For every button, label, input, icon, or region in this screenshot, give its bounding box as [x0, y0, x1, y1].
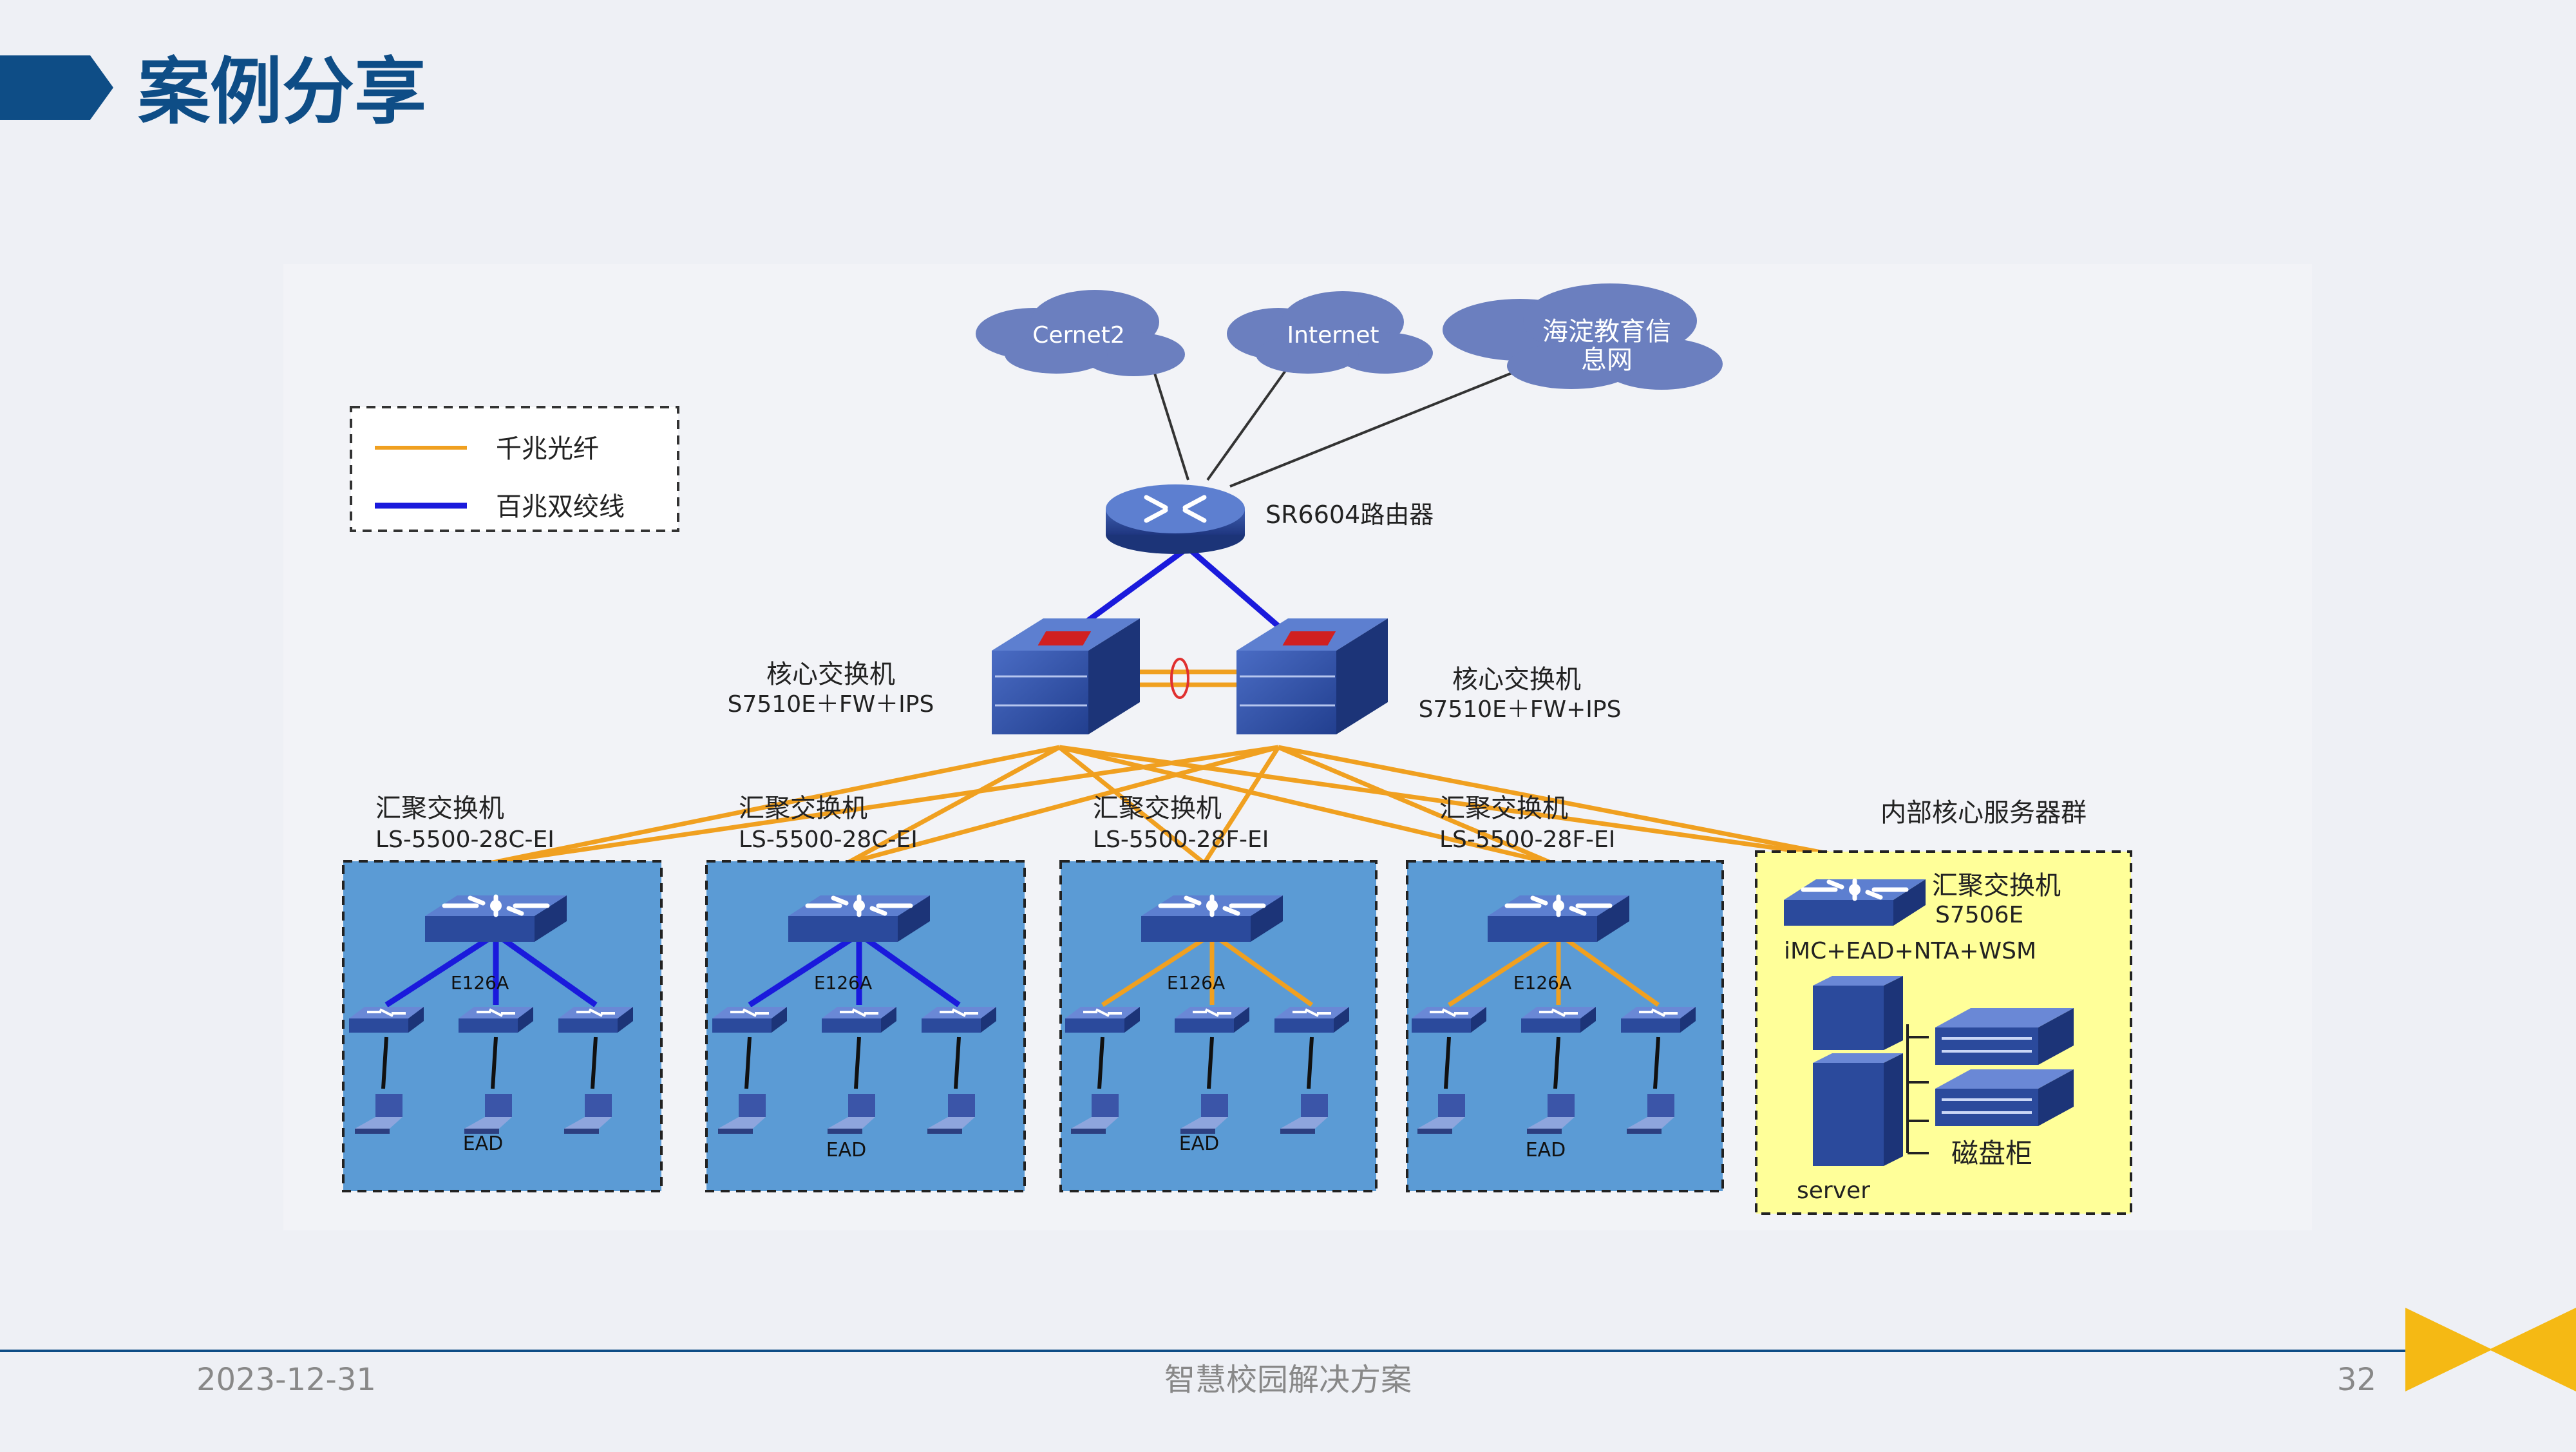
access-switch-icon [1273, 1006, 1350, 1034]
fiber-uplinks [489, 745, 1862, 866]
access-switch-icon [348, 1006, 425, 1034]
footer-arrow-left-shape [2405, 1308, 2492, 1391]
aggregation-zone: 汇聚交换机 LS-5500-28F-EI E126A EAD [1406, 794, 1724, 1192]
access-link [1557, 932, 1660, 1007]
router-label: SR6604路由器 [1265, 501, 1434, 529]
legend-copper-label: 百兆双绞线 [496, 492, 625, 522]
server-software: iMC+EAD+NTA+WSM [1784, 938, 2036, 964]
core-switch-left-icon [992, 618, 1140, 734]
access-drop-cable [1553, 1036, 1560, 1089]
server-rack-icon [1813, 976, 1903, 1166]
access-switch-model: E126A [814, 972, 872, 993]
access-switch-icon [457, 1006, 535, 1034]
access-link [1210, 932, 1314, 1007]
access-drop-cable [1207, 1036, 1214, 1089]
access-switch-model: E126A [1513, 972, 1571, 993]
ead-label: EAD [1179, 1132, 1220, 1155]
access-drop-cable [1307, 1036, 1314, 1089]
footer-date: 2023-12-31 [196, 1362, 376, 1398]
cloud-haidian-label-line1: 海淀教育信 [1542, 317, 1671, 347]
aggregation-switch-name: 汇聚交换机 [739, 794, 867, 823]
access-switch-icon [1410, 1006, 1488, 1034]
aggregation-switch-name: 汇聚交换机 [1439, 794, 1568, 823]
page-number: 32 [2337, 1362, 2376, 1398]
link-aggregation-icon [1170, 658, 1189, 699]
aggregation-switch-model: LS-5500-28C-EI [739, 826, 918, 853]
aggregation-switch-model: LS-5500-28F-EI [1093, 826, 1269, 853]
ead-label: EAD [1526, 1139, 1566, 1161]
server-connectors [1906, 1024, 1929, 1154]
access-drop-cable [1097, 1036, 1104, 1089]
aggregation-layer: 汇聚交换机 LS-5500-28C-EI E126A EAD 汇聚交换机 LS-5500-… [342, 794, 1724, 1192]
server-label: server [1797, 1178, 1870, 1204]
server-zone-title: 内部核心服务器群 [1880, 798, 2087, 828]
cloud-internet-label: Internet [1287, 322, 1379, 349]
server-switch-name: 汇聚交换机 [1932, 871, 2061, 901]
core-interconnect [1140, 669, 1240, 687]
access-switch-icon [1520, 1006, 1597, 1034]
ead-label: EAD [463, 1132, 504, 1155]
legend-fiber-label: 千兆光纤 [496, 434, 599, 464]
server-zone: 内部核心服务器群 汇聚交换机 S7506E iMC+EAD+NTA+WSM [1755, 798, 2132, 1215]
access-drop-cable [1653, 1036, 1660, 1089]
aggregation-switch-name: 汇聚交换机 [375, 794, 504, 823]
core-left-model: S7510E＋FW＋IPS [728, 691, 934, 718]
legend: 千兆光纤 百兆双绞线 [350, 406, 679, 532]
access-drop-cable [591, 1036, 598, 1089]
access-switch-icon [920, 1006, 998, 1034]
aggregation-zone: 汇聚交换机 LS-5500-28C-EI E126A EAD [342, 794, 663, 1192]
access-drop-cable [381, 1036, 388, 1089]
aggregation-switch-model: LS-5500-28C-EI [375, 826, 554, 853]
wan-links [1151, 366, 1527, 488]
cloud-cernet-label: Cernet2 [1032, 322, 1124, 349]
core-left-name: 核心交换机 [766, 660, 895, 689]
access-link [494, 931, 598, 1008]
core-right-model: S7510E＋FW+IPS [1419, 696, 1622, 723]
access-switch-model: E126A [451, 972, 509, 993]
router-icon [1106, 484, 1245, 554]
access-switch-icon [1173, 1006, 1251, 1034]
access-link [748, 931, 861, 1008]
cloud-haidian-label-line2: 息网 [1581, 345, 1633, 375]
access-switch-icon [557, 1006, 634, 1034]
access-drop-cable [854, 1036, 861, 1089]
access-link [857, 931, 961, 1008]
access-drop-cable [744, 1036, 752, 1089]
access-drop-cable [954, 1036, 961, 1089]
access-switch-model: E126A [1167, 972, 1225, 993]
core-right-name: 核心交换机 [1452, 665, 1581, 694]
aggregation-zone: 汇聚交换机 LS-5500-28F-EI E126A EAD [1059, 794, 1378, 1192]
access-link [1448, 932, 1560, 1007]
access-switch-icon [1620, 1006, 1697, 1034]
access-drop-cable [491, 1036, 498, 1089]
access-switch-icon [711, 1006, 788, 1034]
slide-title: 案例分享 [138, 50, 426, 134]
disk-cabinet-label: 磁盘柜 [1951, 1138, 2032, 1169]
footer-title: 智慧校园解决方案 [1164, 1362, 1412, 1398]
aggregation-switch-name: 汇聚交换机 [1093, 794, 1222, 823]
access-drop-cable [1444, 1036, 1451, 1089]
aggregation-zone: 汇聚交换机 LS-5500-28C-EI E126A EAD [705, 794, 1026, 1192]
cloud-haidian-edu-network: 海淀教育信 息网 [1443, 283, 1723, 390]
cloud-cernet: Cernet2 [976, 290, 1185, 376]
core-switch-right-icon [1236, 618, 1388, 734]
aggregation-switch-model: LS-5500-28F-EI [1439, 826, 1615, 853]
footer-arrow-right-shape [2489, 1308, 2576, 1391]
ead-label: EAD [826, 1139, 867, 1161]
access-link [1101, 932, 1213, 1007]
title-arrow-shape [0, 55, 113, 120]
access-switch-icon [1064, 1006, 1141, 1034]
cloud-internet: Internet [1227, 291, 1433, 374]
disk-cabinet-icon [1935, 1008, 2074, 1126]
access-switch-icon [820, 1006, 898, 1034]
server-switch-model: S7506E [1935, 902, 2023, 928]
access-link [384, 931, 498, 1008]
